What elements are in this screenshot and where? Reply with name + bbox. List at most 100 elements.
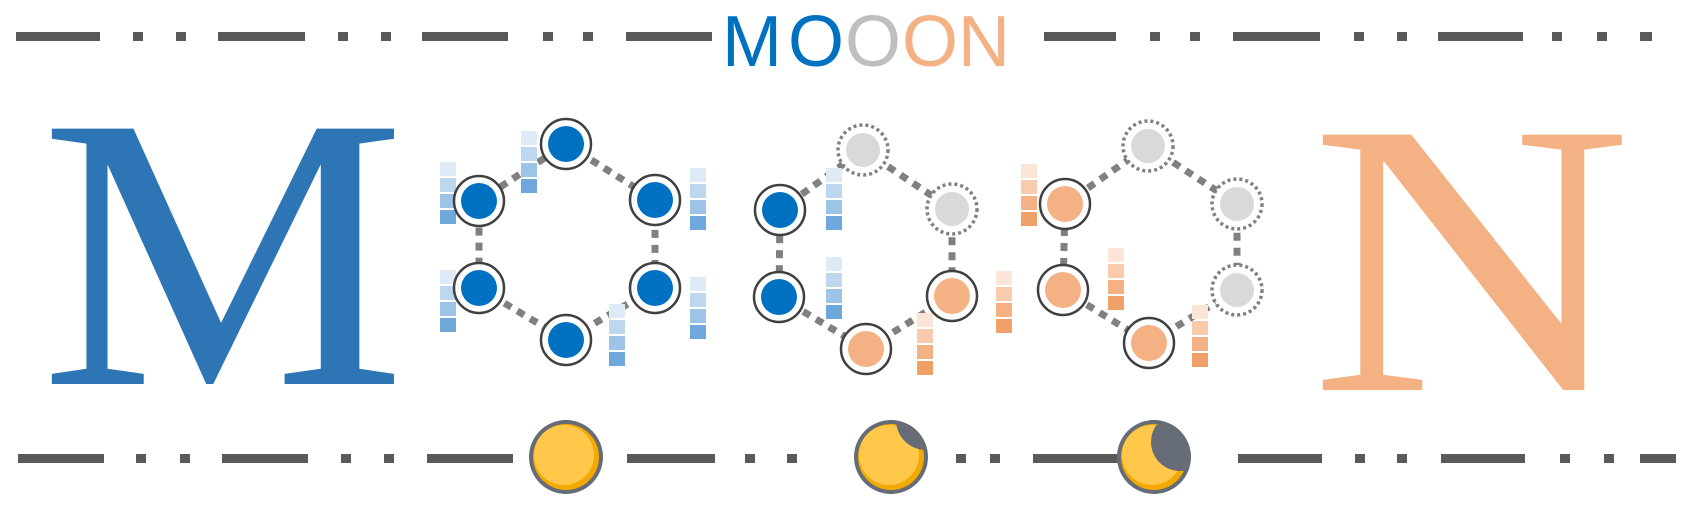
level-bar-cell — [690, 325, 706, 339]
crescent-moon-icon — [1117, 420, 1191, 494]
title-letter-n: N — [958, 2, 1010, 82]
level-bar-cell — [826, 257, 842, 271]
level-bar-cell — [996, 271, 1012, 285]
line-dot — [1560, 454, 1570, 463]
level-bar-cell — [826, 305, 842, 319]
inactive-node — [1131, 129, 1165, 163]
level-bar-cell — [609, 352, 625, 366]
line-dot — [384, 454, 394, 463]
blue-node — [762, 192, 798, 228]
inactive-node — [846, 133, 880, 167]
line-dot — [583, 32, 593, 41]
level-bar-cell — [440, 302, 456, 316]
level-bar-cell — [826, 168, 842, 182]
level-bar-cell — [1108, 296, 1124, 310]
level-bar-cell — [917, 313, 933, 327]
orange-node — [1045, 272, 1081, 308]
level-bar-cell — [690, 309, 706, 323]
title-letter-o-2: O — [845, 2, 901, 82]
level-bar-cell — [1108, 248, 1124, 262]
line-dash — [626, 32, 712, 41]
level-bar-cell — [690, 293, 706, 307]
level-bar-cell — [521, 131, 537, 145]
level-bar-cell — [826, 184, 842, 198]
level-bar-cell — [917, 345, 933, 359]
top-dash-dot-line — [16, 32, 1652, 41]
level-bar-cell — [440, 210, 456, 224]
line-dot — [338, 32, 348, 41]
line-dash — [422, 32, 508, 41]
dotted-ring-path — [1059, 141, 1241, 348]
line-dot — [341, 454, 351, 463]
level-bar-cell — [1192, 337, 1208, 351]
title-word: M O O O N — [722, 2, 1010, 82]
line-dot — [1397, 32, 1407, 41]
line-dash — [627, 454, 715, 463]
line-dot — [180, 454, 190, 463]
level-bar-cell — [1108, 280, 1124, 294]
partial-moon-icon — [854, 420, 928, 494]
level-bar-cell — [609, 304, 625, 318]
ring-2 — [752, 123, 1012, 376]
level-bar-cell — [440, 162, 456, 176]
level-bar-cell — [521, 163, 537, 177]
level-bar-cell — [826, 273, 842, 287]
line-dot — [956, 454, 966, 463]
blue-node — [461, 270, 497, 306]
level-bar-cell — [440, 270, 456, 284]
level-bar-cell — [996, 303, 1012, 317]
level-bar-cell — [440, 178, 456, 192]
blue-node — [548, 322, 584, 358]
blue-node — [637, 182, 673, 218]
level-bar-cell — [440, 194, 456, 208]
bottom-dash-dot-line — [18, 454, 1676, 463]
line-dash — [1233, 32, 1320, 41]
level-bar-cell — [826, 216, 842, 230]
line-dot — [1597, 32, 1607, 41]
line-dash — [218, 32, 305, 41]
level-bar-cell — [1021, 212, 1037, 226]
level-bar-cell — [1021, 164, 1037, 178]
level-bar-cell — [826, 289, 842, 303]
line-dot — [381, 32, 391, 41]
title-letter-m: M — [722, 2, 782, 82]
ring-1 — [440, 117, 706, 367]
blue-node — [637, 270, 673, 306]
line-dot — [1150, 32, 1160, 41]
level-bar-cell — [996, 319, 1012, 333]
level-bar-cell — [1192, 353, 1208, 367]
line-dash — [222, 454, 308, 463]
dotted-ring-path — [475, 139, 659, 345]
line-dot — [1190, 32, 1200, 41]
level-bar-cell — [996, 287, 1012, 301]
level-bar-cell — [690, 184, 706, 198]
line-dash — [427, 454, 513, 463]
level-bar-cell — [690, 168, 706, 182]
big-letter-n: N — [1310, 43, 1632, 475]
line-dash — [16, 32, 100, 41]
level-bar-cell — [521, 179, 537, 193]
level-bar-cell — [690, 277, 706, 291]
line-dash — [1238, 454, 1322, 463]
inactive-node — [1220, 273, 1254, 307]
level-bar-cell — [690, 216, 706, 230]
orange-node — [1047, 186, 1083, 222]
level-bar-cell — [917, 329, 933, 343]
line-dash — [1033, 454, 1120, 463]
level-bar-cell — [1021, 196, 1037, 210]
line-dot — [1355, 454, 1365, 463]
level-bar-cell — [609, 336, 625, 350]
big-letter-m: M — [40, 37, 406, 469]
full-moon-icon — [529, 420, 603, 494]
orange-node — [934, 278, 970, 314]
line-dot — [1397, 454, 1407, 463]
level-bar-cell — [440, 318, 456, 332]
orange-node — [848, 331, 884, 367]
line-dot — [745, 454, 755, 463]
orange-node — [1131, 325, 1167, 361]
line-dot — [1552, 32, 1562, 41]
level-bar-cell — [917, 361, 933, 375]
ring-3 — [1021, 119, 1264, 370]
title-letter-o-3: O — [902, 2, 958, 82]
